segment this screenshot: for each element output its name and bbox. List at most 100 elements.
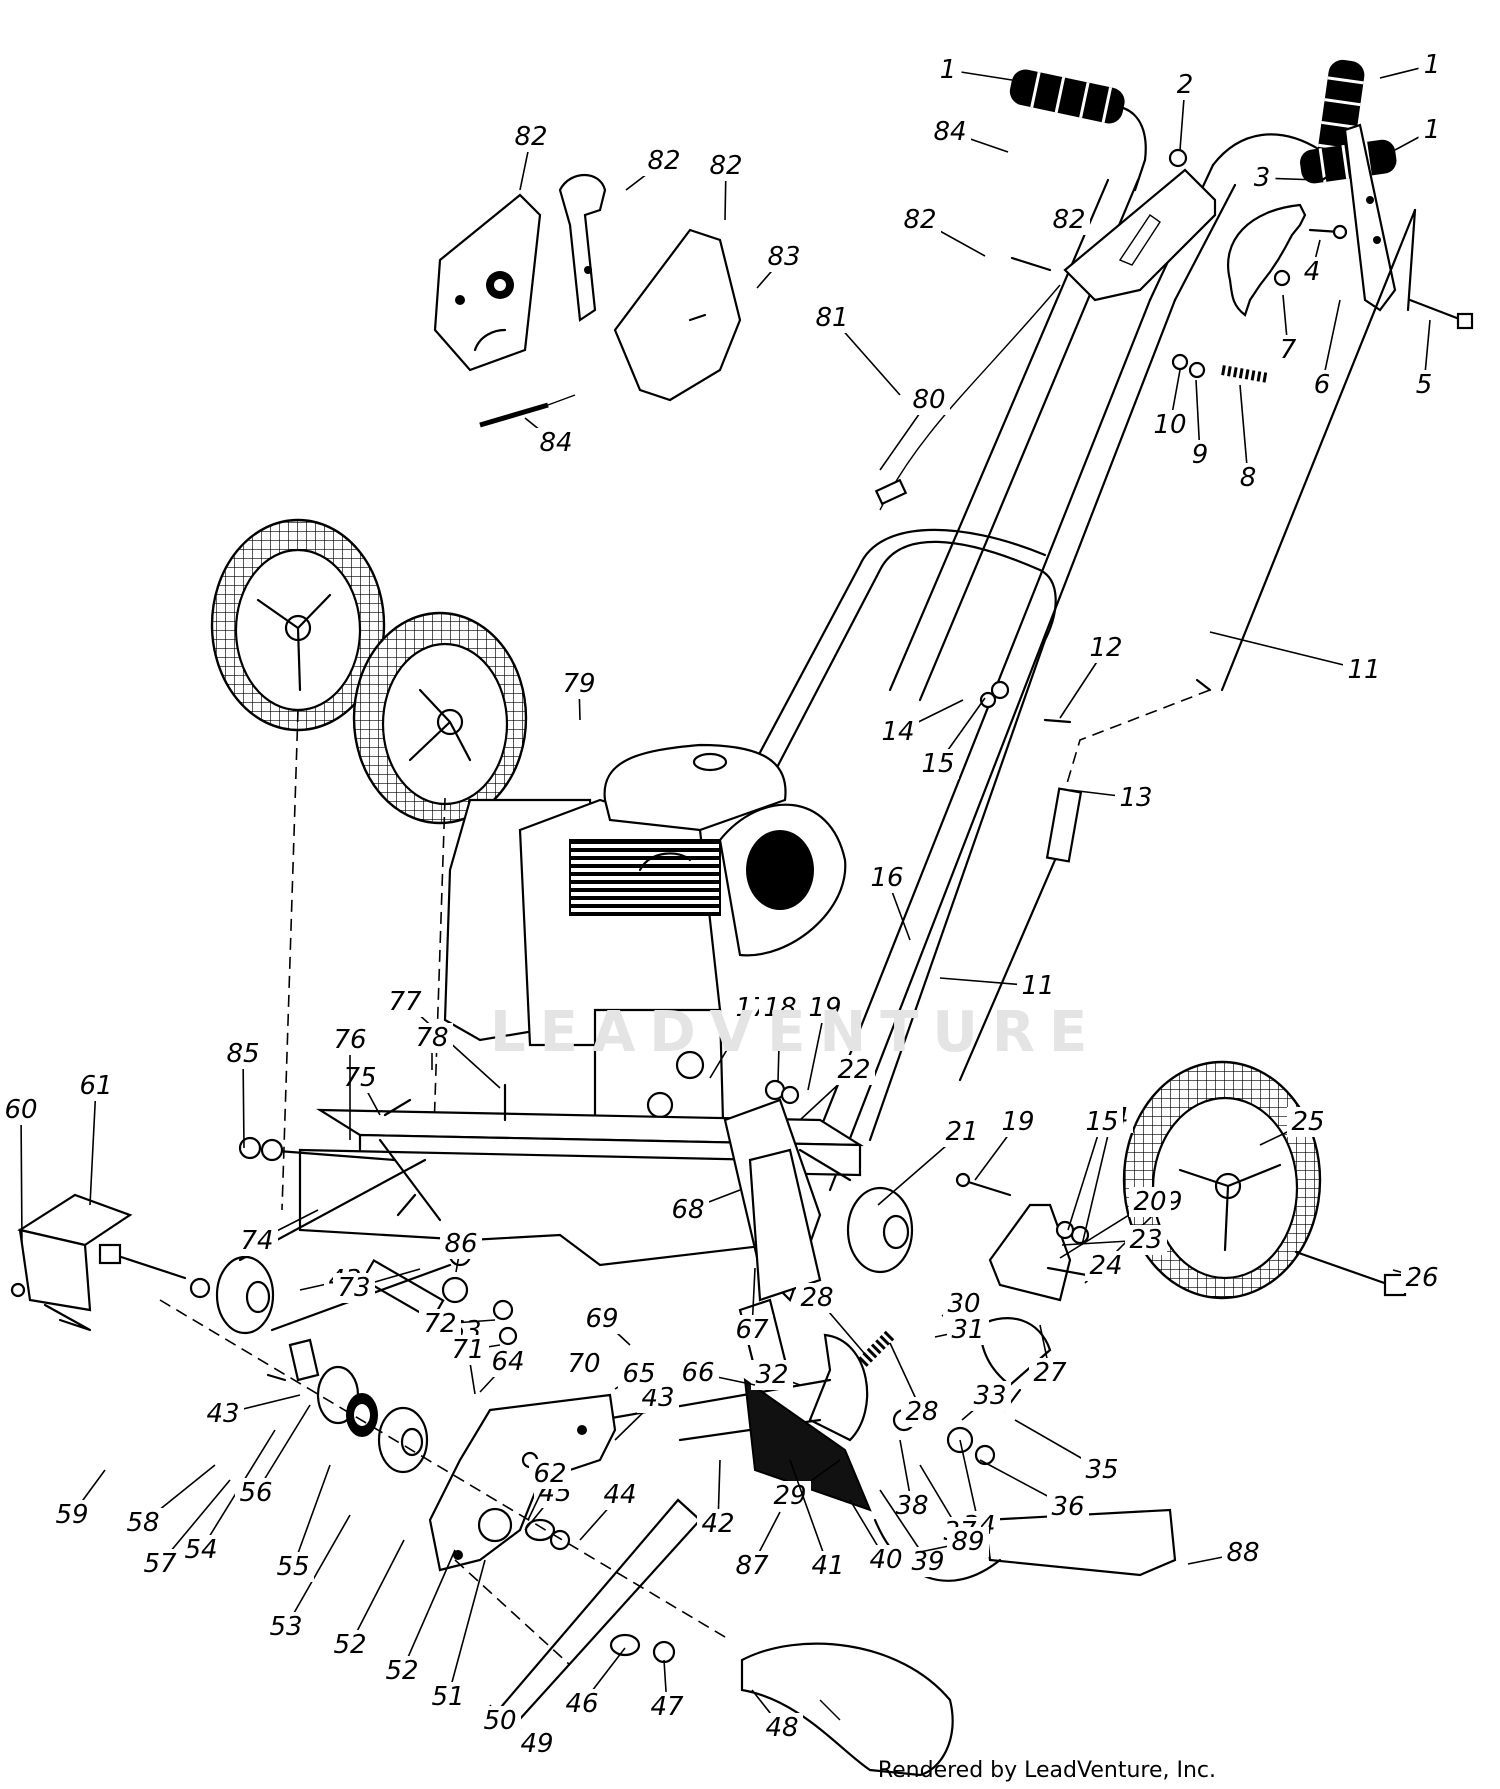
part-number-label: 3 (1254, 163, 1271, 193)
part-number-label: 15 (1085, 1107, 1118, 1137)
leader-line (285, 1514, 351, 1628)
label-background (929, 117, 971, 147)
part-number-label: 14 (881, 717, 914, 747)
leader-line (20, 1109, 23, 1246)
label-background (796, 1283, 838, 1313)
label-background (411, 1023, 453, 1053)
label-background (333, 1273, 375, 1303)
bolt-88 (960, 1178, 1012, 1197)
part-number-label: 44 (603, 1480, 636, 1510)
label-background (516, 1729, 558, 1759)
label-background (222, 1039, 264, 1069)
part-number-label: 74 (240, 1226, 273, 1256)
part-number-label: 85 (226, 1039, 259, 1069)
part-number-label: 1 (940, 55, 957, 85)
label-background (1418, 115, 1446, 145)
part-number-label: 82 (647, 146, 680, 176)
label-background (804, 993, 846, 1023)
part-number-label: 59 (55, 1500, 88, 1530)
watermark-text: LEADVENTURE (490, 1000, 1102, 1065)
label-background (236, 1226, 278, 1256)
part-number-label: 19 (808, 993, 841, 1023)
label-background (1410, 370, 1438, 400)
label-background (447, 1335, 489, 1365)
label-background (1125, 1225, 1167, 1255)
part-number-label: 81 (815, 303, 848, 333)
label-background (510, 122, 552, 152)
label-background (901, 1397, 943, 1427)
label-background (427, 1682, 469, 1712)
label-background (769, 1481, 811, 1511)
part-number-label: 27 (1033, 1358, 1067, 1388)
part-number-label: 54 (184, 1535, 217, 1565)
label-background (202, 1399, 244, 1429)
part-number-label: 50 (483, 1706, 516, 1736)
label-background (1274, 335, 1302, 365)
part-number-label: 23 (1129, 1225, 1162, 1255)
label-background (1081, 1107, 1123, 1137)
part-number-label: 82 (1052, 205, 1085, 235)
part-number-label: 35 (1085, 1455, 1118, 1485)
part-number-label: 89 (951, 1527, 984, 1557)
part-number-label: 55 (276, 1552, 309, 1582)
label-background (419, 1309, 461, 1339)
part-number-label: 76 (333, 1025, 366, 1055)
label-background (535, 428, 577, 458)
label-background (761, 1713, 803, 1743)
part-number-label: 32 (755, 1360, 788, 1390)
part-number-label: 82 (903, 205, 936, 235)
part-number-label: 53 (269, 1612, 302, 1642)
label-background (381, 1656, 423, 1686)
label-background (618, 1359, 660, 1389)
part-number-label: 64 (491, 1347, 524, 1377)
label-background (1017, 971, 1059, 1001)
label-background (1287, 1107, 1329, 1137)
label-background (529, 1459, 571, 1489)
part-number-label: 7 (1280, 335, 1297, 365)
depth-lever-assembly (1168, 123, 1474, 383)
part-number-label: 10 (1153, 410, 1186, 440)
part-number-label: 80 (912, 385, 945, 415)
label-background (908, 385, 950, 415)
part-number-label: 11 (1021, 971, 1054, 1001)
part-number-label: 87 (735, 1551, 769, 1581)
label-background (581, 1304, 623, 1334)
label-background (643, 146, 685, 176)
part-number-label: 30 (947, 1289, 980, 1319)
part-number-label: 57 (143, 1549, 177, 1579)
leader-line (789, 1459, 829, 1567)
label-background (1081, 1455, 1123, 1485)
label-background (833, 1055, 875, 1085)
label-background (941, 1117, 983, 1147)
label-background (1308, 370, 1336, 400)
part-number-label: 11 (1347, 655, 1380, 685)
part-number-label: 41 (811, 1551, 844, 1581)
label-background (1248, 163, 1276, 193)
part-number-label: 68 (671, 1195, 704, 1225)
part-number-label: 82 (514, 122, 547, 152)
drive-assembly (598, 1098, 1072, 1512)
part-number-label: 26 (1405, 1263, 1438, 1293)
part-number-label: 39 (911, 1547, 944, 1577)
label-background (51, 1500, 93, 1530)
label-background (907, 1547, 949, 1577)
part-number-label: 40 (869, 1545, 902, 1575)
label-background (1234, 463, 1262, 493)
part-number-label: 65 (622, 1359, 655, 1389)
part-number-label: 21 (945, 1117, 978, 1147)
part-number-label: 18 (763, 993, 796, 1023)
part-number-label: 38 (895, 1491, 928, 1521)
label-background (1085, 1251, 1127, 1281)
part-number-label: 47 (650, 1692, 684, 1722)
label-background (329, 1630, 371, 1660)
part-number-label: 1 (1424, 115, 1441, 145)
label-background (0, 1095, 42, 1125)
throttle-control-inset (433, 174, 742, 428)
label-background (969, 1381, 1011, 1411)
part-number-label: 16 (870, 863, 903, 893)
part-number-label: 70 (567, 1349, 600, 1379)
part-number-label: 19 (1001, 1107, 1034, 1137)
part-number-label: 84 (933, 117, 966, 147)
label-background (1343, 655, 1385, 685)
